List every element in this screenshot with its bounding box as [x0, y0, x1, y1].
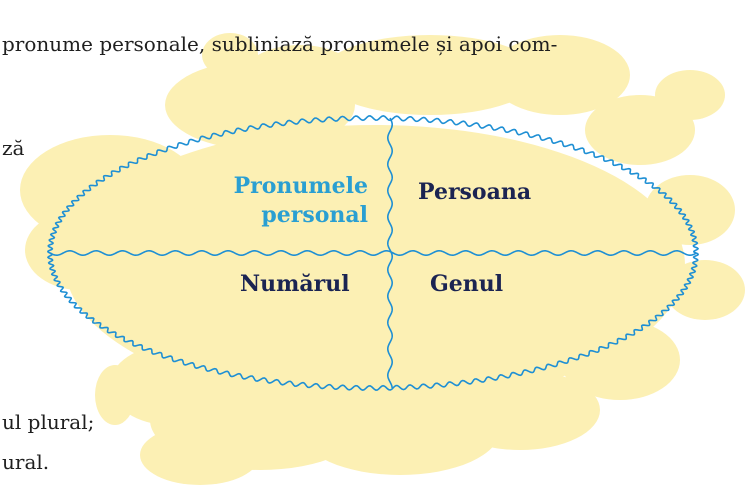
text-fragment-plural-1: ul plural; — [2, 410, 95, 434]
ellipse-outline — [46, 115, 700, 391]
instruction-line: pronume personale, subliniază pronumele … — [2, 32, 558, 56]
quadrant-genul: Genul — [430, 271, 504, 297]
quadrant-title-line1: Pronumele — [233, 173, 368, 199]
quadrant-numarul: Numărul — [240, 271, 350, 297]
vertical-divider — [386, 117, 394, 389]
text-fragment-plural-2: ural. — [2, 450, 50, 474]
quadrant-persoana: Persoana — [418, 179, 532, 205]
text-fragment-za: ză — [2, 136, 25, 160]
horizontal-divider — [49, 249, 697, 257]
quadrant-title: Pronumele personal — [208, 172, 368, 229]
quadrant-title-line2: personal — [261, 201, 368, 228]
